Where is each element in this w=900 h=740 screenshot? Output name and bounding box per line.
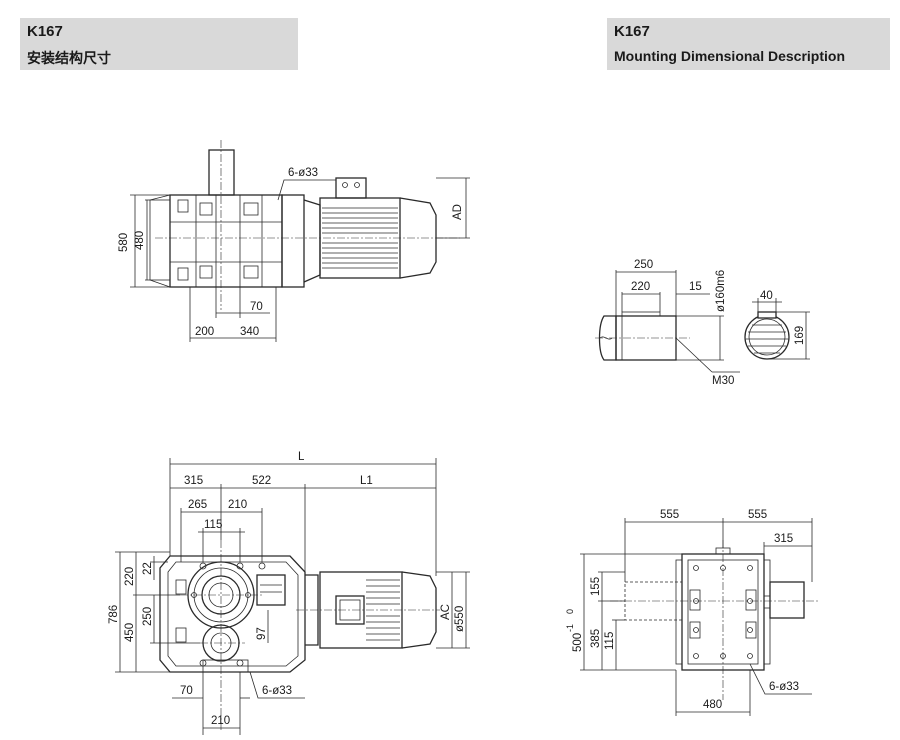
shaft-cross-section <box>744 314 790 360</box>
dim-ad: AD <box>452 204 464 220</box>
top-view: 6-ø33 580 480 70 200 340 AD <box>118 140 470 342</box>
dim-ac: AC <box>440 604 452 620</box>
front-view: L 315 522 L1 265 210 115 786 220 450 22 … <box>108 451 470 735</box>
dim-500-tol: -1 <box>565 624 575 632</box>
dim-200: 200 <box>195 326 214 338</box>
model-title: K167 <box>614 23 650 40</box>
terminal-box <box>335 595 365 625</box>
gear-housing <box>159 555 306 673</box>
dim-15: 15 <box>689 281 702 293</box>
dim-500-tol-up: 0 <box>565 609 575 614</box>
hole-callout: 6-ø33 <box>769 681 799 693</box>
dim-97: 97 <box>256 627 268 640</box>
dim-220: 220 <box>124 567 136 586</box>
dim-340: 340 <box>240 326 259 338</box>
hole-callout: 6-ø33 <box>288 167 318 179</box>
dim-70: 70 <box>180 685 193 697</box>
dim-L: L <box>298 451 305 463</box>
dim-450: 450 <box>124 623 136 642</box>
dim-diameter-550: ø550 <box>454 606 466 632</box>
dim-22: 22 <box>142 562 154 575</box>
section-title-en: Mounting Dimensional Description <box>614 48 846 64</box>
dim-70: 70 <box>250 301 263 313</box>
header-right-panel: K167 Mounting Dimensional Description <box>607 18 890 70</box>
gear-housing <box>169 194 283 288</box>
dim-315: 315 <box>184 475 203 487</box>
model-title: K167 <box>27 23 63 40</box>
dim-diameter: ø160m6 <box>715 270 727 312</box>
dim-480: 480 <box>703 699 722 711</box>
thread-callout: M30 <box>712 375 734 387</box>
dim-480: 480 <box>134 231 146 250</box>
motor-body <box>319 197 401 279</box>
dim-385: 385 <box>590 629 602 648</box>
dim-115: 115 <box>204 519 222 531</box>
shaft-detail-view: 250 220 15 ø160m6 M30 40 1 <box>595 259 810 387</box>
dim-555-right: 555 <box>748 509 767 521</box>
dim-786: 786 <box>108 605 120 624</box>
dim-210-bottom: 210 <box>211 715 230 727</box>
dim-555-left: 555 <box>660 509 679 521</box>
dim-315: 315 <box>774 533 793 545</box>
motor-adapter <box>769 581 805 619</box>
hole-callout: 6-ø33 <box>262 685 292 697</box>
dim-250: 250 <box>634 259 653 271</box>
dim-L1: L1 <box>360 475 373 487</box>
dim-580: 580 <box>118 233 130 252</box>
output-shaft <box>208 149 235 196</box>
dim-250: 250 <box>142 607 154 626</box>
header-left-panel: K167 安装结构尺寸 <box>20 18 298 70</box>
section-title-cn: 安装结构尺寸 <box>27 50 111 66</box>
terminal-box <box>335 177 367 199</box>
dim-220: 220 <box>631 281 650 293</box>
side-view: 555 555 315 500 -1 0 155 385 115 480 6-ø… <box>565 509 820 716</box>
dim-155: 155 <box>590 577 602 596</box>
motor-body <box>319 571 403 649</box>
dim-40: 40 <box>760 290 773 302</box>
dim-265: 265 <box>188 499 207 511</box>
dim-115: 115 <box>604 632 616 650</box>
dim-169: 169 <box>794 326 806 345</box>
dim-210: 210 <box>228 499 247 511</box>
dim-500: 500 <box>572 633 584 652</box>
dim-522: 522 <box>252 475 271 487</box>
